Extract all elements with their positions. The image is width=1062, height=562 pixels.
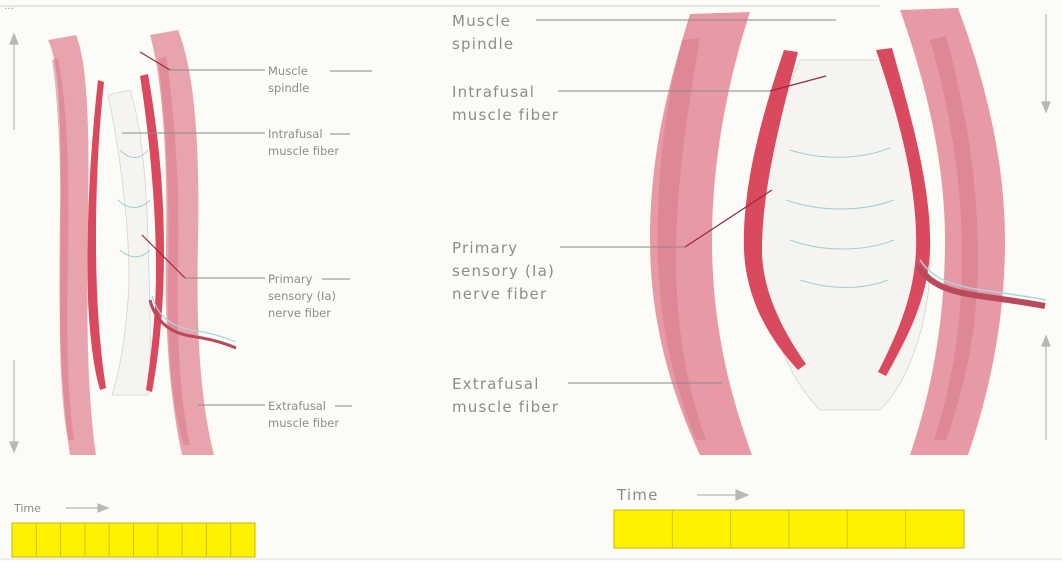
- left-stretch-arrow-top: [10, 34, 18, 130]
- left-time-label: Time: [13, 502, 41, 515]
- right-panel: Muscle spindle Intrafusal muscle fiber P…: [452, 8, 1050, 548]
- right-label-intrafusal: Intrafusal muscle fiber: [452, 83, 559, 124]
- header-text: …: [4, 1, 14, 12]
- right-label-extrafusal: Extrafusal muscle fiber: [452, 375, 559, 416]
- left-label-extrafusal: Extrafusal muscle fiber: [268, 399, 339, 430]
- left-intrafusal-fiber-left: [87, 80, 106, 390]
- left-panel: Muscle spindle Intrafusal muscle fiber P…: [10, 30, 372, 557]
- right-time-arrow: [697, 490, 748, 500]
- left-label-intrafusal: Intrafusal muscle fiber: [268, 127, 339, 158]
- left-time-arrow: [66, 504, 108, 512]
- right-stretch-arrow-top: [1042, 14, 1050, 112]
- right-stretch-arrow-bottom: [1042, 336, 1050, 440]
- left-time-bar: [12, 523, 255, 557]
- right-label-muscle-spindle: Muscle spindle: [452, 12, 517, 53]
- right-time-bar: [614, 510, 964, 548]
- left-stretch-arrow-bottom: [10, 360, 18, 452]
- left-spindle-capsule: [108, 90, 150, 395]
- left-label-muscle-spindle: Muscle spindle: [268, 64, 311, 95]
- right-label-primary-sensory: Primary sensory (Ia) nerve fiber: [452, 239, 561, 303]
- right-time-label: Time: [616, 486, 659, 504]
